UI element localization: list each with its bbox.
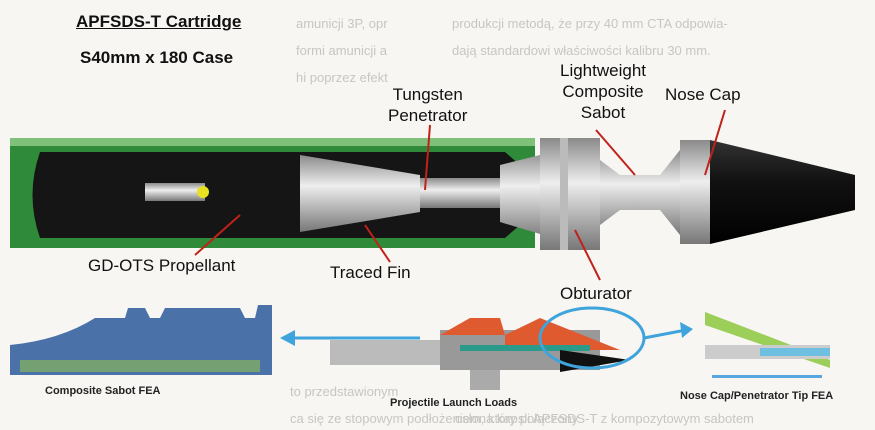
caption-tip-fea: Nose Cap/Penetrator Tip FEA: [680, 390, 834, 402]
label-tungsten-penetrator: Tungsten Penetrator: [388, 84, 467, 126]
label-traced-fin: Traced Fin: [330, 263, 411, 282]
text-line: osłona kapsli APFSDS-T z kompozytowym sa…: [455, 411, 754, 426]
text-line: dają standardowi właściwości kalibru 30 …: [452, 43, 711, 58]
label-line: Sabot: [580, 103, 626, 122]
text-line: amunicji 3P, opr: [296, 16, 388, 31]
leader-lines: [194, 109, 726, 281]
text-line: formi amunicji a: [296, 43, 388, 58]
label-propellant: GD-OTS Propellant: [88, 256, 236, 275]
label-composite-sabot: Lightweight Composite Sabot: [560, 60, 646, 123]
label-line: Tungsten: [392, 85, 463, 104]
tip-fea-image: [705, 312, 830, 378]
primer: [145, 183, 209, 201]
label-line: Lightweight: [560, 61, 647, 80]
background-text-bottom2: osłona kapsli APFSDS-T z kompozytowym sa…: [455, 405, 754, 430]
text-line: ca się ze stopowym podłożeniem, który po…: [290, 411, 579, 426]
launch-loads-image: [330, 306, 693, 390]
background-text-col2: produkcji metodą, że przy 40 mm CTA odpo…: [452, 10, 728, 64]
background-text-bottom1: to przedstawionym ca się ze stopowym pod…: [290, 378, 578, 430]
label-obturator: Obturator: [560, 284, 632, 303]
text-line: hi poprzez efekt: [296, 70, 388, 85]
arrow-left: [280, 330, 420, 346]
text-line: to przedstawionym: [290, 384, 399, 399]
diagram-title: APFSDS-T Cartridge: [76, 12, 242, 31]
label-nose-cap: Nose Cap: [665, 85, 741, 104]
nose-cap: [710, 140, 855, 244]
label-line: Penetrator: [388, 106, 468, 125]
text-line: produkcji metodą, że przy 40 mm CTA odpo…: [452, 16, 728, 31]
label-line: Composite: [562, 82, 644, 101]
background-text-col1: amunicji 3P, opr formi amunicji a hi pop…: [296, 10, 388, 91]
composite-sabot-fea-image: [10, 305, 272, 375]
obturator-sabot: [540, 138, 710, 250]
caption-launch-loads: Projectile Launch Loads: [390, 397, 518, 409]
caption-composite-sabot-fea: Composite Sabot FEA: [45, 385, 161, 397]
traced-fin: [300, 155, 420, 232]
diagram-subtitle: S40mm x 180 Case: [80, 48, 234, 67]
cartridge-case: [10, 138, 535, 248]
